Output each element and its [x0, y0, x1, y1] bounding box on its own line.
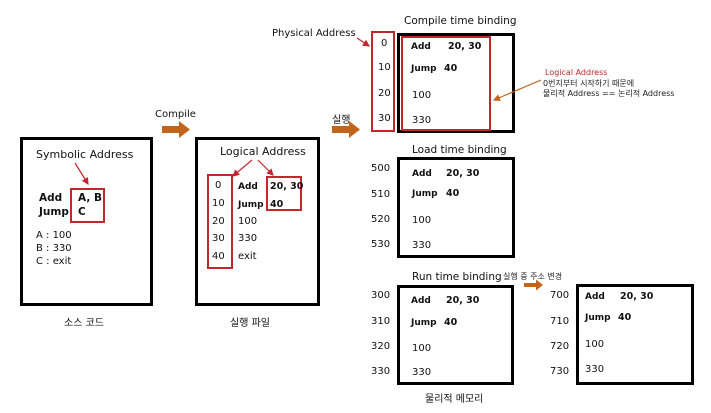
run-jump-instr: Jump: [411, 318, 437, 328]
exec-jump-operand: 40: [270, 199, 284, 210]
source-caption: 소스 코드: [64, 318, 104, 329]
load-value-330: 330: [412, 240, 432, 251]
compile-add-operand: 20, 30: [448, 41, 482, 52]
load-address: 510: [371, 189, 391, 200]
source-code-box: [20, 137, 153, 306]
load-binding-box: [397, 157, 515, 258]
exec-address: 10: [212, 198, 225, 209]
physical-address-column-box: [371, 31, 395, 132]
symbolic-address-label: Symbolic Address: [36, 148, 134, 161]
run-arrow: [332, 121, 360, 138]
compile-address: 10: [378, 62, 391, 73]
run-address: 330: [371, 366, 391, 377]
exec-address: 30: [212, 233, 225, 244]
note-pointer-arrow: [492, 79, 542, 101]
moved-jump-operand: 40: [618, 312, 632, 323]
load-jump-instr: Jump: [412, 189, 438, 199]
exec-operand-box: [266, 176, 302, 211]
moved-address: 700: [550, 290, 570, 301]
exec-address: 40: [212, 251, 225, 262]
compile-address: 20: [378, 88, 391, 99]
exec-value-330: 330: [238, 233, 258, 244]
moved-address: 710: [550, 316, 570, 327]
compile-note-line1: Logical Address: [545, 68, 608, 77]
logical-address-column-box: [207, 174, 233, 269]
run-value-330: 330: [412, 367, 432, 378]
logical-address-label: Logical Address: [220, 145, 306, 158]
moved-address: 720: [550, 341, 570, 352]
run-value-100: 100: [412, 343, 432, 354]
exec-value-exit: exit: [238, 251, 257, 262]
compile-note-line3: 물리적 Address == 논리적 Address: [543, 89, 675, 98]
exec-jump-instr: Jump: [238, 200, 264, 210]
logical-pointer-arrow-right: [257, 159, 274, 176]
source-var-b: B : 330: [36, 243, 72, 254]
address-change-arrow: [524, 279, 543, 291]
physical-pointer-arrow: [356, 37, 370, 47]
exec-address: 0: [215, 180, 222, 191]
load-address: 520: [371, 214, 391, 225]
physical-memory-caption: 물리적 메모리: [425, 394, 484, 405]
compile-binding-title: Compile time binding: [404, 15, 517, 27]
run-jump-operand: 40: [444, 317, 458, 328]
compile-jump-operand: 40: [444, 63, 458, 74]
logical-pointer-arrow-left: [232, 159, 253, 177]
source-add-instr: Add: [39, 192, 63, 204]
load-address: 500: [371, 163, 391, 174]
source-add-operand: A, B: [78, 192, 102, 204]
load-binding-title: Load time binding: [412, 144, 507, 156]
run-binding-moved-box: [576, 284, 694, 385]
exec-value-100: 100: [238, 216, 258, 227]
compile-label: Compile: [155, 109, 196, 120]
load-add-instr: Add: [412, 169, 432, 179]
run-add-instr: Add: [411, 296, 431, 306]
compile-arrow: [162, 121, 190, 138]
compile-address: 0: [381, 38, 388, 49]
source-var-a: A : 100: [36, 230, 72, 241]
compile-add-instr: Add: [411, 42, 431, 52]
moved-add-operand: 20, 30: [620, 291, 654, 302]
run-binding-box: [397, 285, 514, 385]
moved-address: 730: [550, 366, 570, 377]
load-value-100: 100: [412, 215, 432, 226]
compile-note-line2: 0번지부터 시작하기 때문에: [543, 79, 635, 88]
load-jump-operand: 40: [446, 188, 460, 199]
exec-add-instr: Add: [238, 182, 258, 192]
run-label: 실행: [332, 115, 351, 126]
exec-file-caption: 실행 파일: [230, 318, 270, 329]
run-address: 320: [371, 341, 391, 352]
compile-binding-box: [397, 33, 515, 133]
run-add-operand: 20, 30: [446, 295, 480, 306]
exec-file-box: [195, 137, 320, 306]
load-add-operand: 20, 30: [446, 168, 480, 179]
compile-value-330: 330: [412, 115, 432, 126]
moved-add-instr: Add: [585, 292, 605, 302]
symbolic-pointer-arrow: [74, 162, 89, 186]
symbolic-operand-box: [70, 188, 105, 223]
exec-address: 20: [212, 216, 225, 227]
source-jump-instr: Jump: [39, 206, 69, 218]
exec-add-operand: 20, 30: [270, 181, 304, 192]
address-change-label: 실행 중 주소 변경: [503, 272, 563, 281]
load-address: 530: [371, 239, 391, 250]
compile-jump-instr: Jump: [411, 64, 437, 74]
physical-address-label: Physical Address: [272, 28, 356, 39]
run-address: 300: [371, 290, 391, 301]
source-jump-operand: C: [78, 206, 86, 218]
moved-value-100: 100: [585, 339, 605, 350]
compile-value-100: 100: [412, 90, 432, 101]
moved-value-330: 330: [585, 364, 605, 375]
run-address: 310: [371, 316, 391, 327]
run-binding-title: Run time binding: [412, 271, 502, 283]
compile-address: 30: [378, 113, 391, 124]
compile-contents-box: [401, 36, 491, 131]
moved-jump-instr: Jump: [585, 313, 611, 323]
source-var-c: C : exit: [36, 256, 72, 267]
